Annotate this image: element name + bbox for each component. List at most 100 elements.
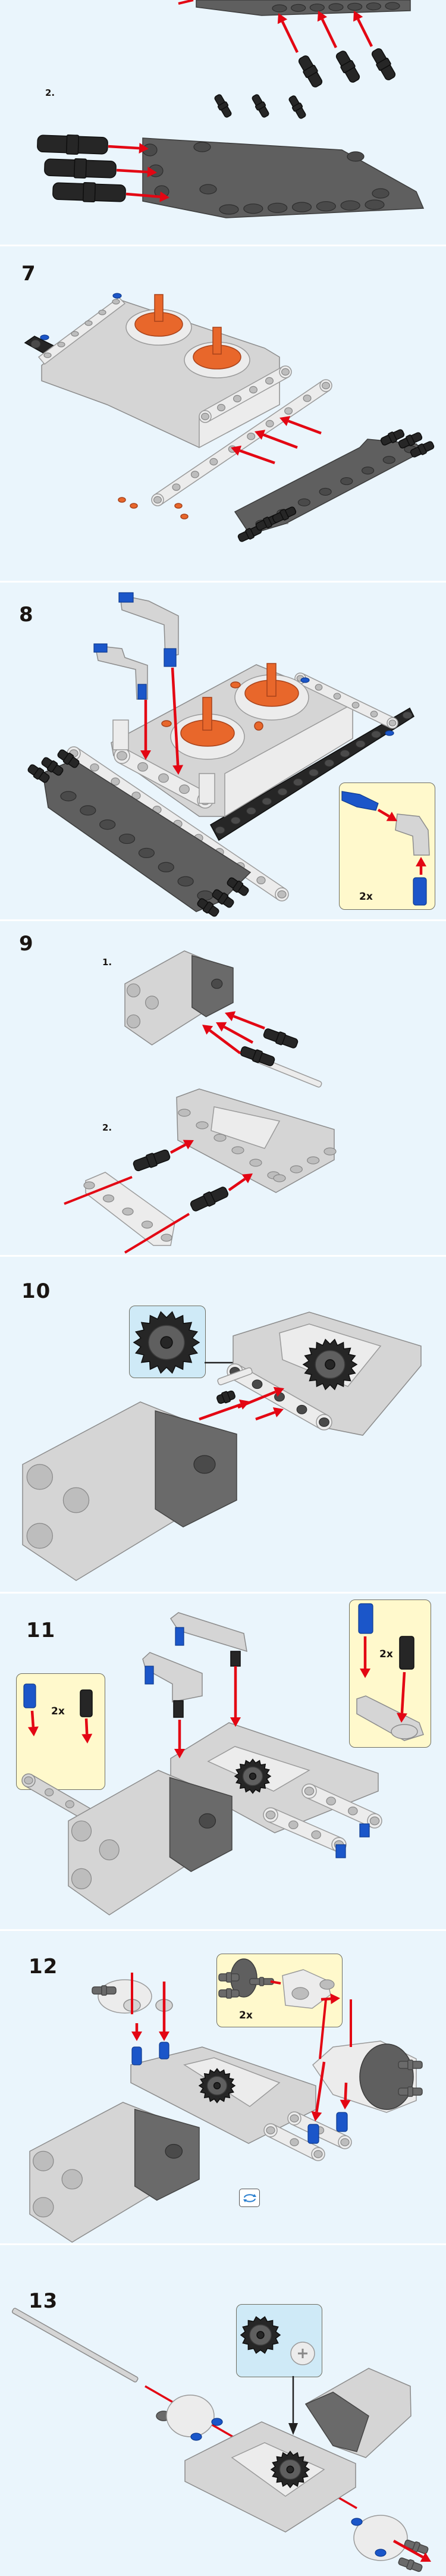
insert-arrow: [116, 168, 148, 174]
hub-pin-collar: [407, 2086, 413, 2097]
hole: [145, 996, 159, 1010]
hole: [348, 1807, 358, 1816]
insert-arrow: [209, 1029, 241, 1054]
hole: [247, 433, 256, 440]
pin-end-collar: [291, 102, 303, 112]
hole: [296, 1404, 307, 1414]
insert-arrow-head: [396, 1713, 407, 1723]
black-pin: [399, 1636, 414, 1670]
hole: [62, 1487, 90, 1513]
quantity-label: 2x: [51, 1705, 65, 1717]
insert-arrow: [239, 449, 275, 465]
hole: [165, 2143, 183, 2159]
hub-pin-collar: [226, 1988, 232, 1999]
pin-collar: [202, 901, 214, 914]
insert-arrow: [178, 0, 194, 5]
connector-pin-collar: [275, 1031, 286, 1046]
hole: [190, 471, 199, 478]
hub-pin-collar: [226, 1972, 232, 1983]
insert-arrow-head: [272, 1407, 284, 1417]
connector-pin-collar: [340, 60, 356, 73]
insert-arrow: [233, 1015, 265, 1030]
hole: [193, 142, 211, 152]
hole: [45, 1788, 54, 1796]
hole: [179, 784, 190, 794]
hole: [290, 2138, 299, 2146]
blue-pin: [137, 684, 147, 700]
blue-pin: [131, 2046, 142, 2065]
blue-pin: [175, 1627, 184, 1646]
hole: [33, 2197, 54, 2218]
hole: [177, 876, 194, 887]
hole: [277, 890, 287, 899]
blue-pin: [375, 2549, 387, 2557]
connector-pin-long-collar: [82, 181, 96, 203]
hole: [112, 299, 120, 305]
step-11-parts: [21, 1603, 424, 1858]
hole: [355, 740, 366, 748]
orange-stud: [174, 503, 183, 509]
hole: [80, 805, 96, 816]
insert-line: [124, 1213, 190, 1254]
pin-collar: [245, 528, 255, 540]
step-12-parts: [92, 1958, 423, 2161]
angle-connector: [395, 813, 430, 856]
hole: [65, 1800, 74, 1808]
hole: [30, 339, 41, 349]
hole: [158, 862, 174, 872]
insert-arrow-head: [81, 1733, 93, 1744]
hub-pin-collar: [101, 1985, 107, 1996]
orange-stud: [180, 514, 189, 519]
blue-pin: [190, 2433, 202, 2441]
hole: [26, 1523, 54, 1549]
hole: [158, 773, 169, 783]
connector-pin-collar: [303, 65, 318, 78]
quantity-label: 2x: [359, 891, 373, 903]
insert-arrow: [84, 1718, 89, 1735]
bush-cross: [298, 2349, 307, 2358]
hole: [324, 759, 335, 768]
insert-arrow: [199, 1403, 241, 1421]
step-number: 13: [29, 2289, 58, 2313]
black-pin: [230, 1651, 241, 1667]
black-pin: [173, 1700, 184, 1718]
hole: [71, 1868, 92, 1889]
insert-arrow-head: [353, 11, 363, 22]
connector-pin-collar: [252, 1049, 263, 1063]
hole: [316, 201, 336, 212]
insert-arrow-head: [174, 1749, 185, 1758]
pin-collar: [406, 434, 415, 446]
hole: [361, 467, 375, 475]
hole: [215, 826, 225, 834]
insert-arrow-head: [139, 143, 149, 154]
hole: [365, 199, 385, 210]
hole: [98, 309, 106, 315]
substep-label: 2.: [45, 87, 55, 98]
angle-connector: [120, 594, 179, 658]
battery-box-side: [224, 703, 353, 818]
pin-end-collar: [255, 101, 266, 111]
hole: [370, 730, 382, 738]
quantity-label: 2x: [379, 1648, 393, 1660]
hole: [230, 816, 241, 825]
hole: [304, 1786, 315, 1796]
insert-arrow: [223, 1025, 254, 1044]
blue-pin: [164, 648, 177, 667]
step-9-frame: [64, 1088, 337, 1254]
hole: [193, 1455, 216, 1474]
hole: [246, 807, 257, 815]
hole: [213, 1134, 227, 1142]
pin-collar: [46, 760, 58, 773]
hole: [201, 412, 210, 421]
hole: [43, 352, 52, 358]
insert-arrow-head: [159, 191, 169, 202]
step-number: 7: [21, 262, 36, 286]
hole: [288, 1820, 299, 1829]
hole: [351, 702, 360, 709]
motor-front: [304, 2392, 369, 2452]
blue-pin: [211, 2418, 223, 2426]
insert-arrow-head: [317, 11, 328, 22]
hole: [127, 983, 141, 998]
hole: [347, 2, 363, 11]
rotate-arrows-icon: [243, 2193, 256, 2202]
